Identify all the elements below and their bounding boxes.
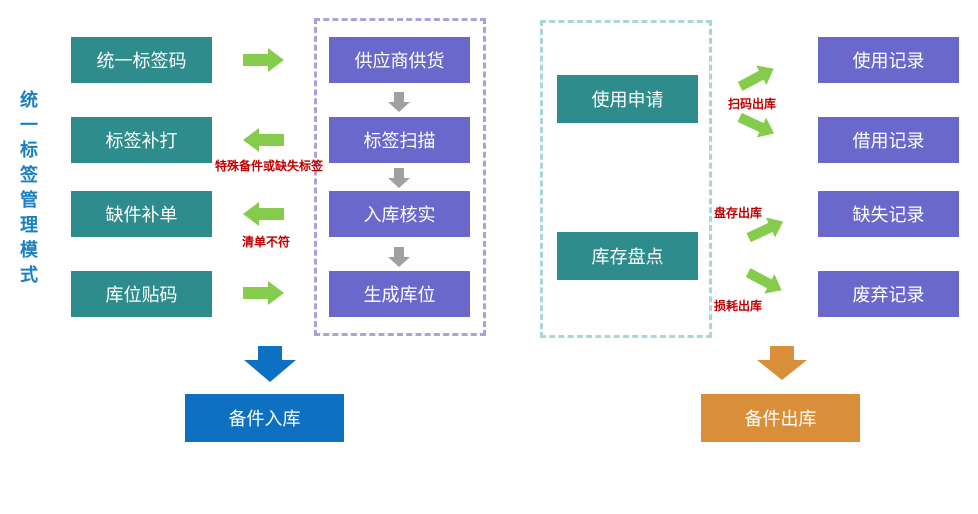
- vertical-title-char: 管: [20, 190, 38, 211]
- note-scan-outbound: 扫码出库: [728, 97, 777, 111]
- note-special-or-missing-label: 特殊备件或缺失标签: [215, 159, 324, 173]
- arrow-down-icon: [388, 247, 410, 267]
- vertical-title-char: 理: [20, 215, 38, 236]
- arrow-down-right-icon: [745, 268, 782, 294]
- arrow-down-icon: [757, 346, 807, 380]
- vertical-title-char: 标: [20, 140, 38, 161]
- usage-request-box: 使用申请: [557, 75, 698, 123]
- inventory-check-box: 库存盘点: [557, 232, 698, 280]
- vertical-title-char: 式: [20, 265, 38, 286]
- vertical-title-char: 一: [20, 115, 38, 136]
- vertical-title-char: 模: [20, 240, 38, 261]
- usage-record-box: 使用记录: [818, 37, 959, 83]
- outbound-request-group: [540, 20, 712, 338]
- arrow-up-right-icon: [737, 65, 774, 91]
- arrow-right-icon: [243, 281, 284, 305]
- borrow-record-box: 借用记录: [818, 117, 959, 163]
- arrow-left-icon: [243, 202, 284, 226]
- supplier-delivery-box: 供应商供货: [329, 37, 470, 83]
- arrow-down-icon: [388, 168, 410, 188]
- arrow-down-right-icon: [737, 112, 775, 138]
- inbound-verification-box: 入库核实: [329, 191, 470, 237]
- arrow-up-right-icon: [746, 217, 784, 243]
- unified-label-code-box: 统一标签码: [71, 37, 212, 83]
- vertical-title-char: 统: [20, 90, 38, 111]
- discard-record-box: 废弃记录: [818, 271, 959, 317]
- arrow-left-icon: [243, 128, 284, 152]
- missing-part-supplement-box: 缺件补单: [71, 191, 212, 237]
- generate-location-box: 生成库位: [329, 271, 470, 317]
- vertical-title-char: 签: [20, 165, 38, 186]
- note-inventory-outbound: 盘存出库: [714, 206, 763, 220]
- label-scan-box: 标签扫描: [329, 117, 470, 163]
- arrow-down-icon: [388, 92, 410, 112]
- inbound-process-group: [314, 18, 486, 336]
- parts-inbound-box: 备件入库: [185, 394, 344, 442]
- vertical-title: 统一标签管理模式: [14, 88, 44, 288]
- label-reprint-box: 标签补打: [71, 117, 212, 163]
- arrow-down-icon: [244, 346, 296, 382]
- arrow-right-icon: [243, 48, 284, 72]
- note-loss-outbound: 损耗出库: [714, 299, 763, 313]
- location-labeling-box: 库位贴码: [71, 271, 212, 317]
- missing-record-box: 缺失记录: [818, 191, 959, 237]
- note-list-mismatch: 清单不符: [242, 235, 291, 249]
- parts-outbound-box: 备件出库: [701, 394, 860, 442]
